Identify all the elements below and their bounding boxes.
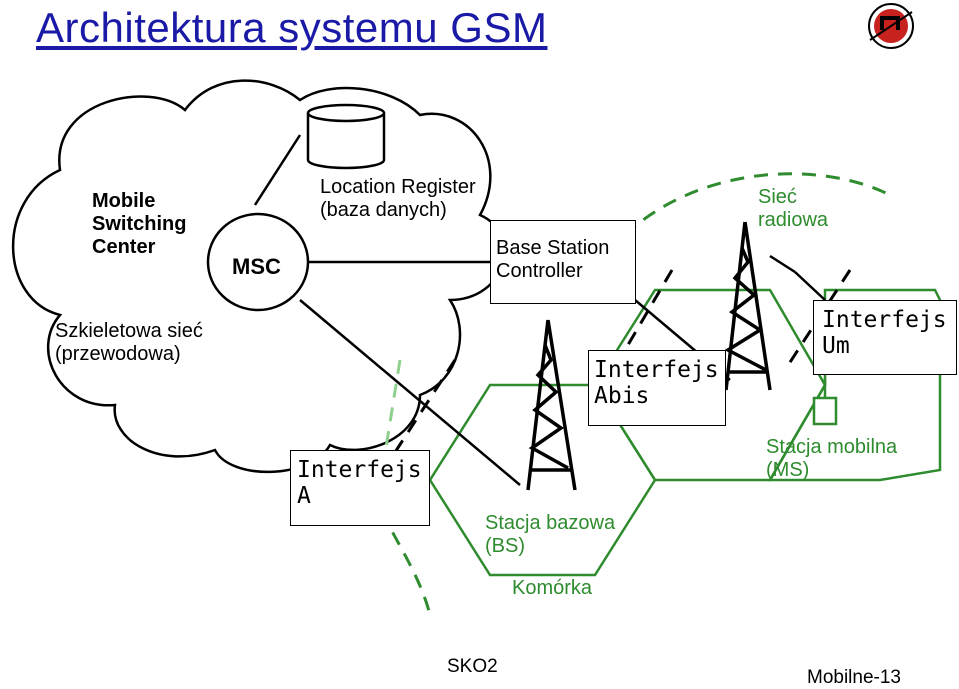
interface-a-label: Interfejs A (297, 457, 422, 510)
base-station-label: Stacja bazowa (BS) (485, 512, 616, 557)
page-title: Architektura systemu GSM (36, 4, 548, 51)
database-cylinder-icon (306, 103, 386, 170)
msc-full-label: Mobile Switching Center (92, 190, 187, 258)
interface-um-box: Interfejs Um (813, 300, 957, 375)
msc-node (206, 212, 310, 312)
interface-um-label: Interfejs Um (822, 307, 947, 360)
mobile-station-label: Stacja mobilna (MS) (766, 436, 898, 481)
radio-network-label: Sieć radiowa (758, 186, 829, 231)
backbone-network-label: Szkieletowa sieć (przewodowa) (55, 320, 203, 365)
interface-a-box: Interfejs A (290, 450, 430, 526)
interface-abis-label: Interfejs Abis (594, 357, 719, 410)
connection-lines (253, 134, 826, 486)
msc-label: MSC (232, 254, 281, 279)
footer-left: SKO2 (447, 656, 498, 677)
bsc-label: Base Station Controller (496, 237, 610, 282)
antenna-tower-icon (724, 221, 772, 391)
footer-right: Mobilne-13 (807, 667, 901, 688)
interface-abis-box: Interfejs Abis (588, 350, 726, 426)
cell-label: Komórka (512, 577, 593, 599)
bsc-box: Base Station Controller (490, 220, 636, 304)
antenna-tower-icon (526, 319, 577, 491)
institution-logo-icon (868, 3, 914, 49)
location-register-label: Location Register (baza danych) (320, 176, 476, 221)
mobile-phone-icon (812, 378, 838, 426)
